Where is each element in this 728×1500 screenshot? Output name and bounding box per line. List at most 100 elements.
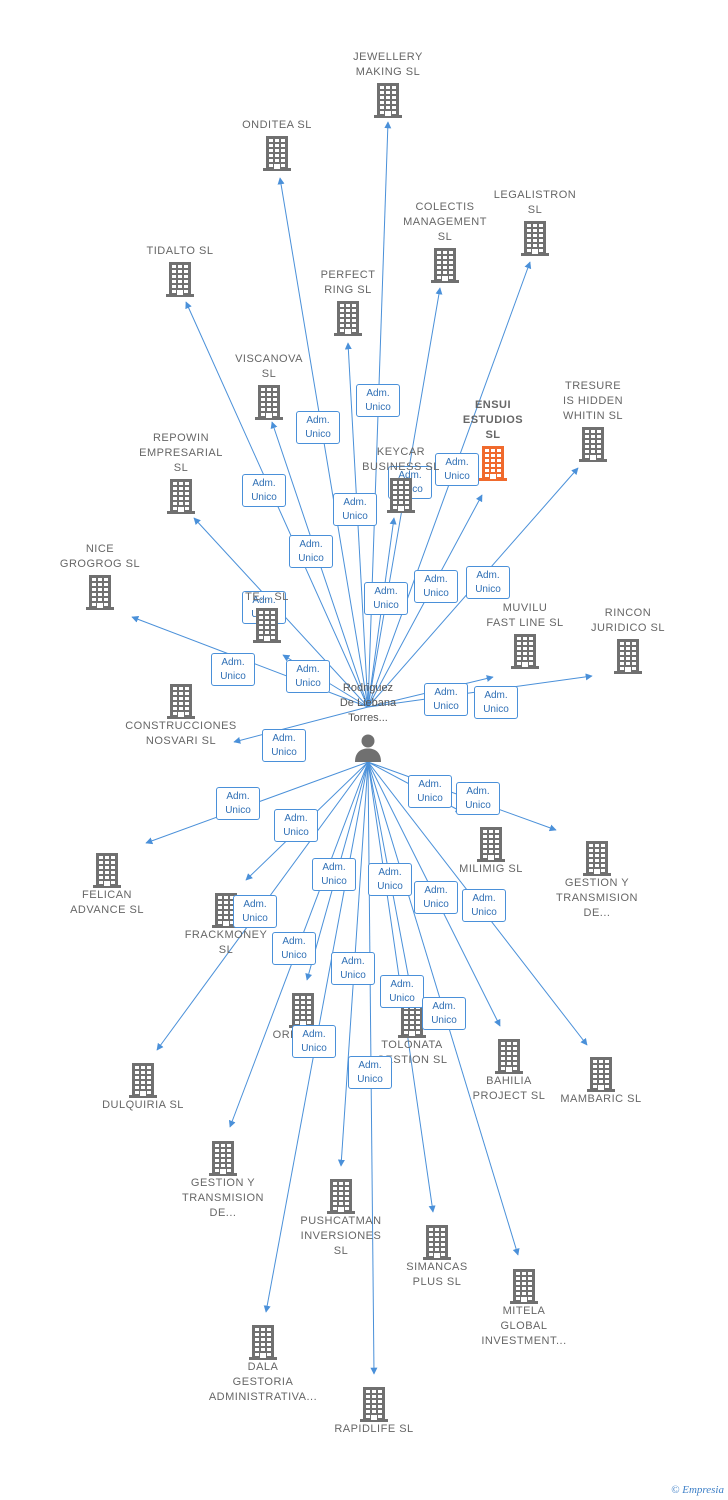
- company-node-jewellery[interactable]: JEWELLERY MAKING SL: [326, 50, 450, 118]
- company-node-mitela[interactable]: MITELA GLOBAL INVESTMENT...: [462, 1266, 586, 1349]
- footer-brand: © Empresia: [671, 1484, 724, 1496]
- role-badge-pushcatman[interactable]: Adm. Unico: [331, 952, 375, 985]
- company-label: RAPIDLIFE SL: [334, 1423, 414, 1435]
- company-node-mambaric[interactable]: MAMBARIC SL: [539, 1054, 663, 1107]
- building-icon: [209, 1141, 237, 1176]
- company-node-dala[interactable]: DALA GESTORIA ADMINISTRATIVA...: [201, 1322, 325, 1405]
- building-icon: [249, 1325, 277, 1360]
- building-icon: [477, 827, 505, 862]
- company-node-dulquiria[interactable]: DULQUIRIA SL: [81, 1060, 205, 1113]
- building-icon: [423, 1225, 451, 1260]
- person-node[interactable]: Rodriguez De Liebana Torres...: [318, 681, 418, 762]
- building-icon: [327, 1179, 355, 1214]
- role-badge-milimig[interactable]: Adm. Unico: [408, 775, 452, 808]
- company-label: CONSTRUCCIONES NOSVARI SL: [125, 720, 237, 747]
- company-node-tidalto[interactable]: TIDALTO SL: [118, 244, 242, 297]
- role-badge-frackmoney[interactable]: Adm. Unico: [274, 809, 318, 842]
- copyright-symbol: ©: [671, 1484, 680, 1496]
- company-node-keycar[interactable]: KEYCAR BUSINESS SL: [339, 445, 463, 513]
- building-icon: [167, 479, 195, 514]
- company-label: RINCON JURIDICO SL: [591, 607, 665, 634]
- person-name: Rodriguez De Liebana Torres...: [339, 682, 397, 724]
- company-node-legalistron[interactable]: LEGALISTRON SL: [473, 188, 597, 256]
- company-label: DULQUIRIA SL: [102, 1099, 184, 1111]
- role-badge-perfect[interactable]: Adm. Unico: [333, 493, 377, 526]
- company-label: PERFECT RING SL: [320, 269, 376, 296]
- role-badge-muvilu[interactable]: Adm. Unico: [424, 683, 468, 716]
- role-badge-gestion2[interactable]: Adm. Unico: [272, 932, 316, 965]
- building-icon: [479, 446, 507, 481]
- role-badge-legalistron[interactable]: Adm. Unico: [435, 453, 479, 486]
- role-badge-nice[interactable]: Adm. Unico: [211, 653, 255, 686]
- role-badge-gestion1[interactable]: Adm. Unico: [456, 782, 500, 815]
- company-label: VISCANOVA SL: [235, 353, 303, 380]
- company-node-nice[interactable]: NICE GROGROG SL: [38, 542, 162, 610]
- company-node-muvilu[interactable]: MUVILU FAST LINE SL: [463, 601, 587, 669]
- role-badge-bahilia[interactable]: Adm. Unico: [414, 881, 458, 914]
- role-badge-viscanova[interactable]: Adm. Unico: [289, 535, 333, 568]
- company-node-bahilia[interactable]: BAHILIA PROJECT SL: [447, 1036, 571, 1104]
- building-icon: [583, 841, 611, 876]
- building-icon: [374, 83, 402, 118]
- role-badge-mitela[interactable]: Adm. Unico: [422, 997, 466, 1030]
- role-badge-rapidlife[interactable]: Adm. Unico: [348, 1056, 392, 1089]
- company-node-frackmoney[interactable]: FRACKMONEY SL: [164, 890, 288, 958]
- building-icon: [253, 608, 281, 643]
- building-icon: [387, 478, 415, 513]
- building-icon: [579, 427, 607, 462]
- role-badge-tidalto[interactable]: Adm. Unico: [242, 474, 286, 507]
- role-badge-tresure[interactable]: Adm. Unico: [466, 566, 510, 599]
- company-node-simancas[interactable]: SIMANCAS PLUS SL: [375, 1222, 499, 1290]
- role-badge-felican[interactable]: Adm. Unico: [216, 787, 260, 820]
- role-badge-mambaric[interactable]: Adm. Unico: [462, 889, 506, 922]
- role-badge-rincon[interactable]: Adm. Unico: [474, 686, 518, 719]
- company-node-te[interactable]: TE... SL: [205, 590, 329, 643]
- company-label: FELICAN ADVANCE SL: [70, 889, 144, 916]
- company-label: REPOWIN EMPRESARIAL SL: [139, 432, 223, 474]
- role-badge-onditea[interactable]: Adm. Unico: [296, 411, 340, 444]
- company-node-repowin[interactable]: REPOWIN EMPRESARIAL SL: [119, 431, 243, 514]
- company-label: FRACKMONEY SL: [184, 929, 268, 956]
- building-icon: [334, 301, 362, 336]
- company-node-rapidlife[interactable]: RAPIDLIFE SL: [312, 1384, 436, 1437]
- company-node-ensui[interactable]: ENSUI ESTUDIOS SL: [431, 398, 555, 481]
- company-node-tresure[interactable]: TRESURE IS HIDDEN WHITIN SL: [531, 379, 655, 462]
- company-node-pushcatman[interactable]: PUSHCATMAN INVERSIONES SL: [279, 1176, 403, 1259]
- company-label: TIDALTO SL: [146, 245, 214, 257]
- role-badge-orle[interactable]: Adm. Unico: [312, 858, 356, 891]
- company-node-perfect[interactable]: PERFECT RING SL: [286, 268, 410, 336]
- company-node-gestion2[interactable]: GESTION Y TRANSMISION DE...: [161, 1138, 285, 1221]
- role-badge-dulquiria[interactable]: Adm. Unico: [233, 895, 277, 928]
- role-badge-construcciones[interactable]: Adm. Unico: [262, 729, 306, 762]
- company-node-tolonata[interactable]: TOLONATA GESTION SL: [350, 1000, 474, 1068]
- role-badge-te[interactable]: Adm. Unico: [286, 660, 330, 693]
- company-label: DALA GESTORIA ADMINISTRATIVA...: [208, 1361, 318, 1403]
- company-label: KEYCAR BUSINESS SL: [362, 446, 440, 473]
- company-node-gestion1[interactable]: GESTION Y TRANSMISION DE...: [535, 838, 659, 921]
- role-badge-keycar[interactable]: Adm. Unico: [364, 582, 408, 615]
- building-icon: [510, 1269, 538, 1304]
- company-label: TRESURE IS HIDDEN WHITIN SL: [562, 380, 624, 422]
- company-node-felican[interactable]: FELICAN ADVANCE SL: [45, 850, 169, 918]
- company-node-construcciones[interactable]: CONSTRUCCIONES NOSVARI SL: [119, 681, 243, 749]
- company-node-colectis[interactable]: COLECTIS MANAGEMENT SL: [383, 200, 507, 283]
- company-label: SIMANCAS PLUS SL: [406, 1261, 468, 1288]
- building-icon: [167, 684, 195, 719]
- person-icon: [355, 734, 381, 762]
- company-node-milimig[interactable]: MILIMIG SL: [429, 824, 553, 877]
- company-node-viscanova[interactable]: VISCANOVA SL: [207, 352, 331, 420]
- role-badge-simancas[interactable]: Adm. Unico: [380, 975, 424, 1008]
- company-node-onditea[interactable]: ONDITEA SL: [215, 118, 339, 171]
- role-badge-tolonata[interactable]: Adm. Unico: [368, 863, 412, 896]
- role-badge-dala[interactable]: Adm. Unico: [292, 1025, 336, 1058]
- role-badge-ensui[interactable]: Adm. Unico: [414, 570, 458, 603]
- company-label: ONDITEA SL: [242, 119, 312, 131]
- building-icon: [289, 993, 317, 1028]
- role-badge-jewellery[interactable]: Adm. Unico: [356, 384, 400, 417]
- building-icon: [263, 136, 291, 171]
- building-icon: [86, 575, 114, 610]
- company-label: MITELA GLOBAL INVESTMENT...: [481, 1305, 567, 1347]
- company-node-rincon[interactable]: RINCON JURIDICO SL: [566, 606, 690, 674]
- company-label: NICE GROGROG SL: [59, 543, 141, 570]
- building-icon: [212, 893, 240, 928]
